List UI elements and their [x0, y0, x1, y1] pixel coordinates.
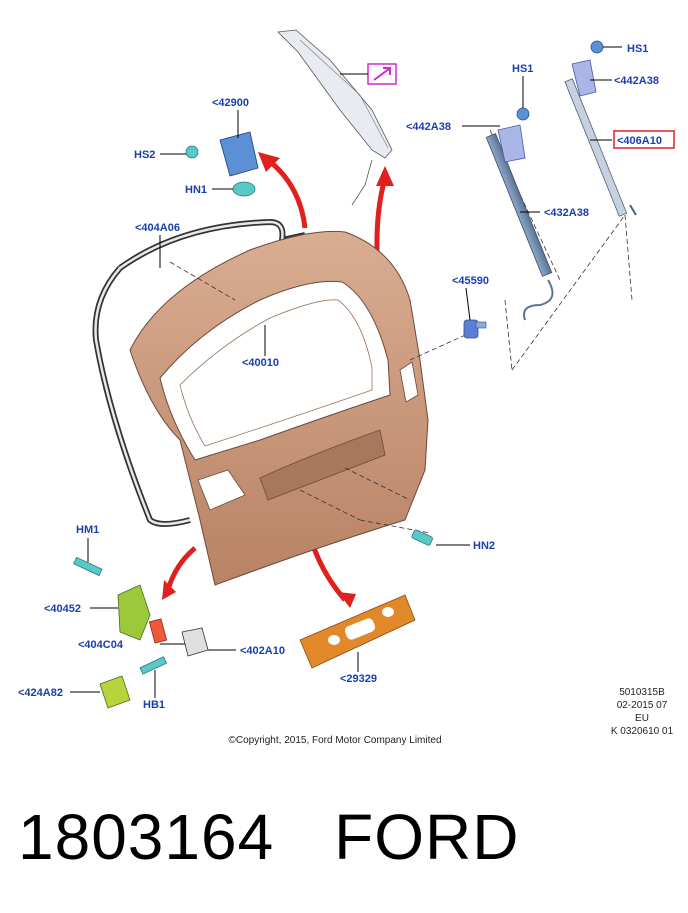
callout-29329: <29329	[340, 673, 377, 685]
callout-442a38-top: <442A38	[614, 75, 659, 87]
reference-line-2: 02-2015 07	[616, 700, 668, 711]
bolt-hm1	[73, 556, 103, 577]
callout-424a82: <424A82	[18, 687, 63, 699]
callout-40452: <40452	[44, 603, 81, 615]
reference-line-4: K 0320610 01	[610, 726, 674, 737]
copyright-notice: ©Copyright, 2015, Ford Motor Company Lim…	[228, 735, 442, 746]
diagram-reference: 5010315B 02-2015 07 EU K 0320610 01	[600, 686, 684, 738]
tailgate-panel	[129, 230, 429, 586]
component-42900	[185, 131, 259, 197]
strut-bracket-mid	[497, 107, 530, 163]
callout-hb1: HB1	[143, 699, 165, 711]
callout-hs1-mid: HS1	[512, 63, 533, 75]
footer-caption: 1803164 FORD	[18, 800, 519, 874]
plate-bracket-29329	[299, 594, 416, 669]
callout-leaders	[70, 46, 622, 698]
arrow-icon	[373, 67, 391, 81]
brand-name: FORD	[334, 801, 520, 873]
highlight-box-406a10	[613, 130, 675, 149]
callout-40010: <40010	[242, 357, 279, 369]
cap-424a82	[99, 675, 131, 709]
exploded-parts-diagram: HS1 <442A38 HS1 <442A38 <406A10 <432A38 …	[18, 29, 675, 711]
callout-406a10: <406A10	[617, 135, 662, 147]
bracket-40452	[117, 584, 151, 641]
callout-hn2: HN2	[473, 540, 495, 552]
callout-42900: <42900	[212, 97, 249, 109]
assembly-lines	[169, 129, 633, 534]
spoiler-trim	[277, 29, 393, 206]
callout-45590: <45590	[452, 275, 489, 287]
callout-442a38-mid: <442A38	[406, 121, 451, 133]
reference-box	[340, 63, 397, 85]
pad-404c04	[148, 618, 168, 644]
weatherstrip-seal	[92, 218, 306, 527]
callout-hs2: HS2	[134, 149, 155, 161]
callout-404c04: <404C04	[78, 639, 124, 651]
arrow-heads	[162, 152, 394, 608]
component-45590	[463, 319, 487, 339]
callout-hn1: HN1	[185, 184, 207, 196]
part-number: 1803164	[18, 801, 275, 873]
strut-bracket-top	[571, 40, 604, 97]
callout-404a06: <404A06	[135, 222, 180, 234]
latch-402a10	[181, 627, 209, 657]
gas-strut-left	[485, 133, 554, 321]
gas-strut-right	[564, 78, 637, 217]
bolt-hb1	[139, 656, 168, 675]
reference-line-3: EU	[635, 713, 649, 724]
bolt-hn2	[411, 529, 433, 546]
callout-hm1: HM1	[76, 524, 99, 536]
reference-line-1: 5010315B	[619, 687, 665, 698]
callout-402a10: <402A10	[240, 645, 285, 657]
callout-hs1-top: HS1	[627, 43, 648, 55]
callout-432a38: <432A38	[544, 207, 589, 219]
